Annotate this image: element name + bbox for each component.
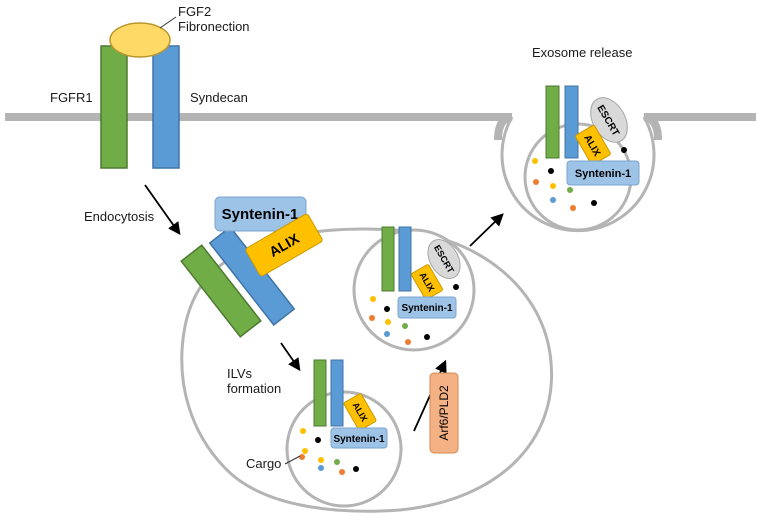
arf6-pld2-box: Arf6/PLD2 bbox=[429, 372, 459, 454]
mature-ilv-syntenin-text: Syntenin-1 bbox=[401, 303, 453, 314]
internalized-fgfr1 bbox=[180, 244, 262, 338]
cargo-dot bbox=[385, 319, 391, 325]
cargo-dot bbox=[548, 168, 554, 174]
cargo-dot bbox=[591, 200, 597, 206]
release-arrow bbox=[469, 213, 504, 247]
cargo-dot bbox=[302, 448, 308, 454]
fgf2-label: FGF2 bbox=[178, 4, 211, 19]
cargo-dot bbox=[300, 428, 306, 434]
cargo-dot bbox=[318, 457, 324, 463]
cargo-dot bbox=[533, 179, 539, 185]
cargo-dot bbox=[299, 454, 305, 460]
syndecan-label: Syndecan bbox=[190, 90, 248, 105]
exosome-fgfr1 bbox=[545, 85, 560, 159]
fgfr1-label: FGFR1 bbox=[50, 90, 93, 105]
cargo-dot bbox=[334, 459, 340, 465]
syndecan-receptor bbox=[152, 45, 180, 169]
fgfr1-receptor bbox=[100, 45, 128, 169]
exosome-syndecan bbox=[564, 85, 579, 159]
fgf2-ligand bbox=[109, 22, 171, 58]
cargo-pointer bbox=[284, 455, 301, 465]
ilv-syntenin bbox=[330, 427, 388, 449]
released-exosome: ESCRT ALIX Syntenin-1 bbox=[523, 85, 640, 232]
mature-ilv-alix: ALIX bbox=[411, 264, 443, 300]
ilv-formation-arrow bbox=[280, 342, 301, 372]
syntenin-text: Syntenin-1 bbox=[222, 206, 299, 223]
cargo-label: Cargo bbox=[246, 456, 281, 471]
ilv-vesicle: ALIX Syntenin-1 bbox=[285, 359, 403, 508]
cargo-dot bbox=[369, 315, 375, 321]
cargo-dot bbox=[424, 334, 430, 340]
cargo-dot bbox=[567, 187, 573, 193]
endocytosis-label: Endocytosis bbox=[84, 209, 155, 224]
cargo-dot bbox=[315, 437, 321, 443]
cargo-dot bbox=[402, 323, 408, 329]
arf6-pld2-text: Arf6/PLD2 bbox=[437, 385, 451, 441]
mature-ilv-syndecan bbox=[398, 226, 412, 292]
cargo-dot bbox=[550, 183, 556, 189]
mature-ilv-escrt: ESCRT bbox=[427, 239, 461, 279]
exosome-syntenin bbox=[566, 160, 640, 186]
endocytosis-arrow bbox=[144, 184, 181, 236]
fibronection-label: Fibronection bbox=[178, 19, 250, 34]
exosome-syntenin-text: Syntenin-1 bbox=[575, 168, 631, 180]
cargo-dot bbox=[384, 306, 390, 312]
cargo-dot bbox=[405, 339, 411, 345]
ilv-alix: ALIX bbox=[343, 393, 377, 431]
endosome-membrane bbox=[180, 227, 554, 513]
mature-ilv: ESCRT ALIX Syntenin-1 bbox=[352, 226, 476, 352]
exosome-escrt: ESCRT bbox=[590, 97, 628, 143]
cargo-dot bbox=[318, 465, 324, 471]
mature-ilv-fgfr1 bbox=[381, 226, 395, 292]
cargo-dot bbox=[353, 466, 359, 472]
cargo-dot bbox=[453, 284, 459, 290]
cargo-dot bbox=[532, 158, 538, 164]
cargo-dot bbox=[384, 331, 390, 337]
cargo-dot bbox=[570, 205, 576, 211]
cargo-dot bbox=[621, 147, 627, 153]
exosome-alix: ALIX bbox=[575, 125, 611, 165]
ilv-syntenin-text: Syntenin-1 bbox=[333, 434, 385, 445]
cargo-dot bbox=[370, 296, 376, 302]
ilv-syndecan bbox=[330, 359, 344, 427]
exosome-release-label: Exosome release bbox=[532, 45, 632, 60]
mature-ilv-syntenin bbox=[397, 296, 457, 319]
alix-box: ALIX bbox=[245, 213, 323, 277]
cargo-dot bbox=[550, 197, 556, 203]
formation-label: formation bbox=[227, 381, 281, 396]
fgf2-pointer bbox=[159, 16, 177, 29]
cargo-dot bbox=[339, 469, 345, 475]
ilvs-label: ILVs bbox=[227, 366, 253, 381]
ilv-fgfr1 bbox=[313, 359, 327, 427]
